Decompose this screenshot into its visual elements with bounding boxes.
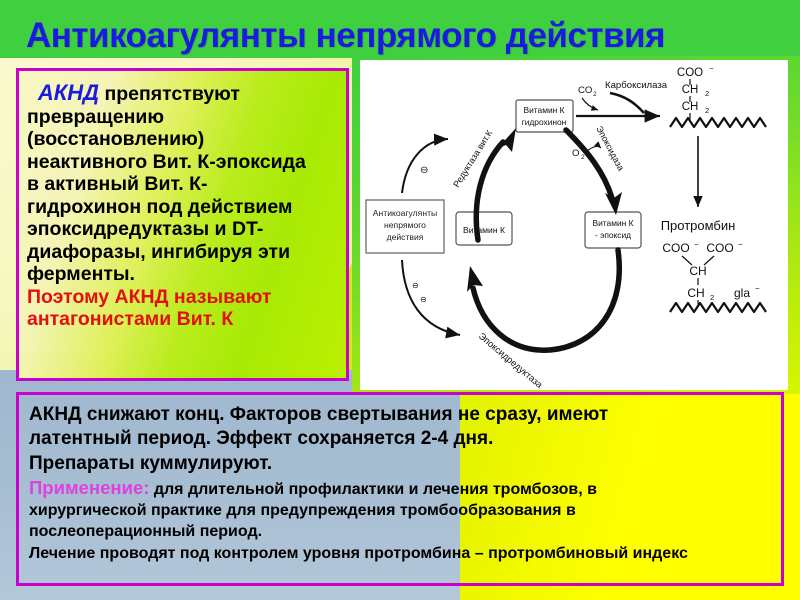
chem-top-ch2: CH	[682, 101, 699, 113]
vitamin-k-cycle-diagram: Антикоагулянты непрямого действия Витами…	[360, 60, 788, 390]
chem-bot-coo-2: COO	[706, 241, 733, 255]
arrow-inhibit-reductase: ⊖	[401, 133, 449, 194]
label-prothrombin: Протромбин	[661, 218, 736, 233]
arrow-reductase	[473, 128, 516, 243]
bottom-line-2: латентный период. Эффект сохраняется 2-4…	[29, 428, 494, 450]
vitk-hydroquinone-line2: гидрохинон	[522, 117, 567, 127]
chem-bot-coo-1: COO	[662, 241, 689, 255]
left-line-3: (восстановлению)	[27, 128, 205, 151]
bottom-small-line-2: хирургической практике для предупреждени…	[29, 502, 576, 520]
left-line-7: эпоксидредуктазы и DT-	[27, 218, 264, 241]
co2-subscript: 2	[593, 91, 597, 98]
arrow-inhibit-epoxide-reductase: ⊖ ⊖	[401, 259, 461, 339]
arrow-carboxylation	[576, 91, 660, 123]
left-line-4-wrap: неактивного Вит. К-эпоксида	[27, 151, 338, 174]
chem-top-coo: COO	[677, 67, 703, 79]
label-carboxylase: Карбоксилаза	[605, 80, 668, 91]
chem-bot-coo-1-charge: −	[694, 240, 699, 249]
application-label: Применение:	[29, 476, 150, 498]
chem-top-ch1: CH	[682, 84, 699, 96]
header-green-band	[0, 0, 800, 58]
left-line-8-wrap: диафоразы, ингибируя эти	[27, 241, 338, 264]
chem-structure-top: COO − CH 2 CH 2	[669, 64, 767, 129]
inhibition-marker-1: ⊖	[420, 165, 428, 176]
chem-structure-bottom: COO − COO − CH CH 2 gla −	[662, 240, 767, 314]
chem-bot-ch2: CH	[687, 286, 704, 300]
diagram-box-anticoagulants-line1: Антикоагулянты	[373, 208, 437, 218]
left-text-panel: АКНД препятствуют превращению (восстанов…	[16, 68, 349, 381]
label-co2: CO 2	[578, 85, 599, 111]
left-line-6: гидрохинон под действием	[27, 195, 293, 218]
left-line-2: превращению	[27, 105, 164, 128]
background-blue-wash	[0, 370, 460, 600]
diagram-box-vitk-hydroquinone: Витамин К гидрохинон	[515, 99, 574, 133]
diagram-box-anticoagulants: Антикоагулянты непрямого действия	[365, 199, 445, 254]
vitk-label: Витамин К	[463, 225, 505, 235]
left-line-6-wrap: гидрохинон под действием	[27, 196, 338, 219]
chem-bot-ch: CH	[689, 264, 706, 278]
bottom-text-panel: АКНД снижают конц. Факторов свертывания …	[16, 392, 784, 586]
diagram-box-anticoagulants-line2: непрямого	[384, 220, 426, 230]
left-line-2-wrap: превращению	[27, 106, 338, 129]
chem-top-coo-charge: −	[709, 64, 714, 73]
left-line-9-wrap: ферменты.	[27, 263, 338, 286]
chem-bot-gla: gla	[734, 286, 750, 300]
chem-bot-coo-2-charge: −	[738, 240, 743, 249]
vitk-epoxide-line2: - эпоксид	[595, 230, 631, 240]
bottom-small-line-3: послеоперационный период.	[29, 523, 263, 541]
left-line-5: в активный Вит. К-	[27, 173, 208, 196]
arrow-epoxidase	[563, 127, 622, 215]
chem-top-ch1-sub: 2	[705, 89, 709, 98]
left-line-1: препятствуют	[104, 83, 240, 105]
vitk-hydroquinone-line1: Витамин К	[524, 105, 565, 115]
akd-keyword: АКНД	[37, 80, 100, 105]
bottom-small-line-4: Лечение проводят под контролем уровня пр…	[29, 544, 688, 562]
chem-bot-gla-charge: −	[755, 284, 760, 293]
left-line-5-wrap: в активный Вит. К-	[27, 173, 338, 196]
left-line-3-wrap: (восстановлению)	[27, 128, 338, 151]
application-line: Применение: для длительной профилактики …	[29, 476, 771, 500]
o2-subscript: 2	[581, 154, 585, 161]
left-line-9: ферменты.	[27, 263, 135, 286]
inhibition-marker-2: ⊖	[412, 281, 419, 290]
left-red-line-2: антагонистами Вит. К	[27, 308, 234, 331]
page-title: Антикоагулянты непрямого действия	[26, 16, 665, 55]
co2-text: CO	[578, 85, 592, 96]
bottom-line-3: Препараты куммулируют.	[29, 452, 273, 474]
chem-top-ch2-sub: 2	[705, 106, 709, 115]
left-line-4: неактивного Вит. К-эпоксида	[27, 150, 306, 173]
arrow-epoxide-reductase	[467, 247, 622, 353]
diagram-box-vitk-epoxide: Витамин К - эпоксид	[584, 211, 642, 249]
inhibition-marker-3: ⊖	[420, 295, 427, 304]
application-text: для длительной профилактики и лечения тр…	[149, 480, 597, 498]
vitk-epoxide-line1: Витамин К	[593, 218, 634, 228]
left-line-8: диафоразы, ингибируя эти	[27, 240, 291, 263]
left-paragraph-1: АКНД препятствуют	[27, 80, 338, 106]
left-red-line-1: Поэтому АКНД называют	[27, 285, 272, 308]
diagram-box-anticoagulants-line3: действия	[387, 232, 424, 242]
label-o2: O 2	[572, 141, 602, 161]
left-line-7-wrap: эпоксидредуктазы и DT-	[27, 218, 338, 241]
chem-bot-ch2-sub: 2	[710, 293, 714, 302]
o2-text: O	[572, 148, 579, 159]
bottom-line-1: АКНД снижают конц. Факторов свертывания …	[29, 404, 609, 425]
diagram-box-vitk: Витамин К	[455, 211, 513, 246]
